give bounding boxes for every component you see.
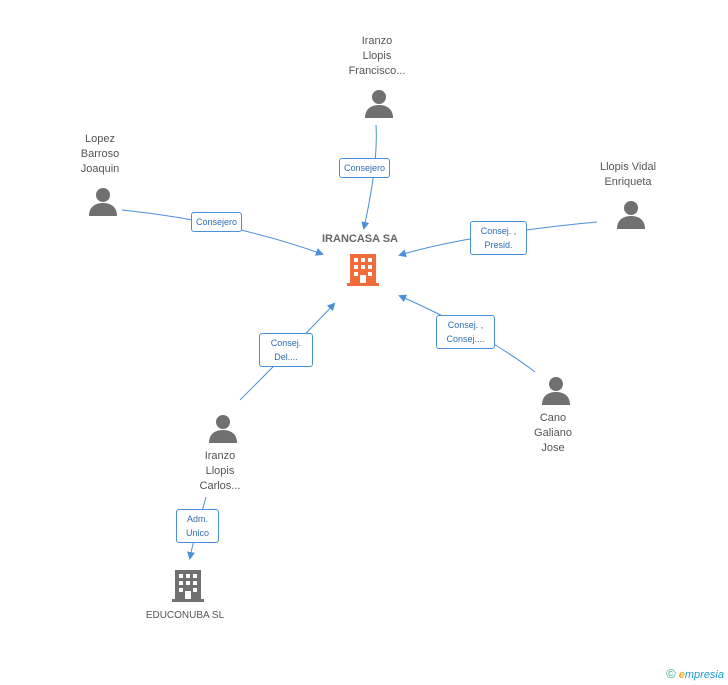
copyright-symbol: © bbox=[666, 666, 676, 681]
relation-label-carlos[interactable]: Consej.Del.... bbox=[259, 333, 313, 367]
empresia-brand[interactable]: © empresia bbox=[666, 666, 724, 681]
brand-logo-text: mpresia bbox=[684, 669, 724, 681]
person-icon-llopis-enriqueta[interactable] bbox=[616, 199, 646, 229]
relation-label-enriqueta[interactable]: Consej. ,Presid. bbox=[470, 221, 527, 255]
person-icon-lopez-joaquin[interactable] bbox=[88, 186, 118, 216]
person-icon-iranzo-francisco[interactable] bbox=[364, 88, 394, 118]
building-icon-irancasa[interactable] bbox=[347, 253, 379, 287]
company-name-educonuba[interactable]: EDUCONUBA SL bbox=[145, 610, 225, 621]
company-name-irancasa[interactable]: IRANCASA SA bbox=[322, 233, 398, 245]
person-icon-iranzo-carlos[interactable] bbox=[208, 413, 238, 443]
building-icon-educonuba[interactable] bbox=[172, 569, 204, 603]
edge-francisco bbox=[361, 124, 377, 230]
relation-label-carlos-educonuba[interactable]: Adm.Unico bbox=[176, 509, 219, 543]
person-icon-cano-jose[interactable] bbox=[541, 375, 571, 405]
relation-label-jose[interactable]: Consej. ,Consej.... bbox=[436, 315, 495, 349]
brand-logo-initial: e bbox=[678, 669, 685, 681]
relation-label-francisco[interactable]: Consejero bbox=[339, 158, 391, 178]
relation-label-joaquin[interactable]: Consejero bbox=[191, 212, 243, 232]
